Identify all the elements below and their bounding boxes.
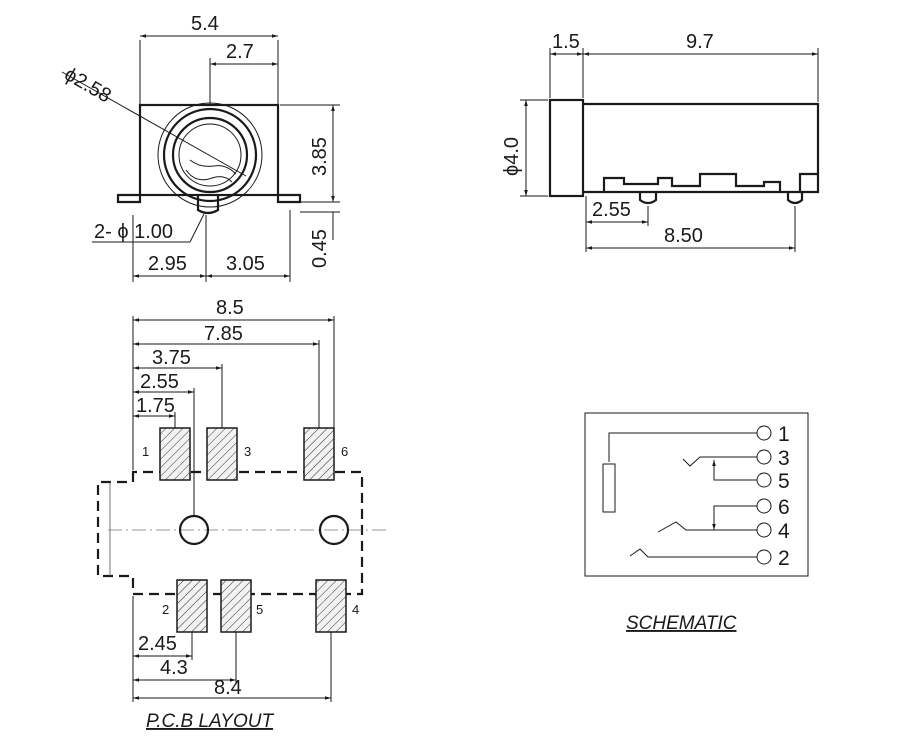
front-peg [196,195,220,215]
front-bore [171,116,249,194]
schematic-terminal-3 [756,449,772,465]
schematic-label-4: 4 [778,520,790,543]
front-ring [162,107,258,203]
schematic-terminal-5 [756,472,772,488]
schematic-terminal-2 [756,549,772,565]
schematic: 1 3 5 6 4 2 SCHEMATIC [584,412,809,634]
pcb-pad-4 [315,579,347,633]
pcb-outline [96,470,364,596]
side-body [583,102,820,194]
pcb-pad-2 [176,579,208,633]
pcb-pin-label-4: 4 [352,602,359,617]
side-collar [548,98,585,198]
schematic-label-3: 3 [778,447,790,470]
side-collar-label: 1.5 [552,31,580,53]
pcb-pin-label-3: 3 [244,444,251,459]
schematic-label-5: 5 [778,470,790,493]
front-inner-bore [178,123,242,187]
schematic-frame [584,412,809,577]
front-diameter-leader [61,71,247,177]
front-left-tab [116,193,142,204]
pcb-pin-label-5: 5 [256,602,263,617]
pcb-pin-label-1: 1 [142,444,149,459]
side-peg-offset-label: 2.55 [592,199,631,221]
schematic-plug [602,463,616,513]
pcb-layout: 1 3 6 2 5 4 8.5 7.85 3.75 2.55 1.75 2.45… [96,297,390,732]
front-leg-label: 0.45 [309,229,331,268]
side-peg-right [786,192,804,205]
front-contacts [185,159,237,183]
pcb-pin-label-6: 6 [341,444,348,459]
pcb-pad4-label: 8.4 [214,677,242,699]
schematic-terminal-4 [756,522,772,538]
front-diameter-label: ϕ2.58 [61,63,115,107]
pcb-hole-label: 2.55 [140,371,179,393]
pcb-pad3-label: 3.75 [152,347,191,369]
pcb-pad1-label: 1.75 [136,395,175,417]
side-diameter-label: ϕ4.0 [501,137,523,176]
side-view: 1.5 9.7 ϕ4.0 2.55 8.50 [501,31,820,252]
pcb-hole-right [318,514,350,546]
front-width-label: 5.4 [191,13,219,35]
pcb-pad-3 [206,427,238,481]
pcb-pad-5 [220,579,252,633]
side-terminals [602,172,782,192]
schematic-label-2: 2 [778,547,790,570]
front-height-label: 3.85 [309,137,331,176]
front-body [138,103,280,197]
pcb-pad-6 [303,427,335,481]
front-right-offset-label: 3.05 [226,253,265,275]
side-peg-left [638,192,658,205]
front-right-tab [276,193,302,204]
pcb-pin-label-2: 2 [162,602,169,617]
schematic-title: SCHEMATIC [626,613,737,634]
side-length-label: 9.7 [686,31,714,53]
front-halfwidth-label: 2.7 [226,41,254,63]
pcb-pad-1 [159,427,191,481]
schematic-label-6: 6 [778,496,790,519]
pcb-outer-width-label: 8.5 [216,297,244,319]
schematic-terminal-6 [756,498,772,514]
pcb-layout-title: P.C.B LAYOUT [146,711,274,732]
side-peg-span-label: 8.50 [664,225,703,247]
front-peg-label: 2- ϕ 1.00 [94,221,173,243]
pcb-pad2-label: 2.45 [138,633,177,655]
pcb-pad5-label: 4.3 [160,657,188,679]
pcb-pad6-label: 7.85 [204,323,243,345]
schematic-terminal-1 [756,425,772,441]
front-view: ϕ2.58 5.4 2.7 3.85 0.45 2- ϕ 1.00 2.95 3… [61,13,340,282]
schematic-label-1: 1 [778,423,790,446]
front-left-offset-label: 2.95 [148,253,187,275]
